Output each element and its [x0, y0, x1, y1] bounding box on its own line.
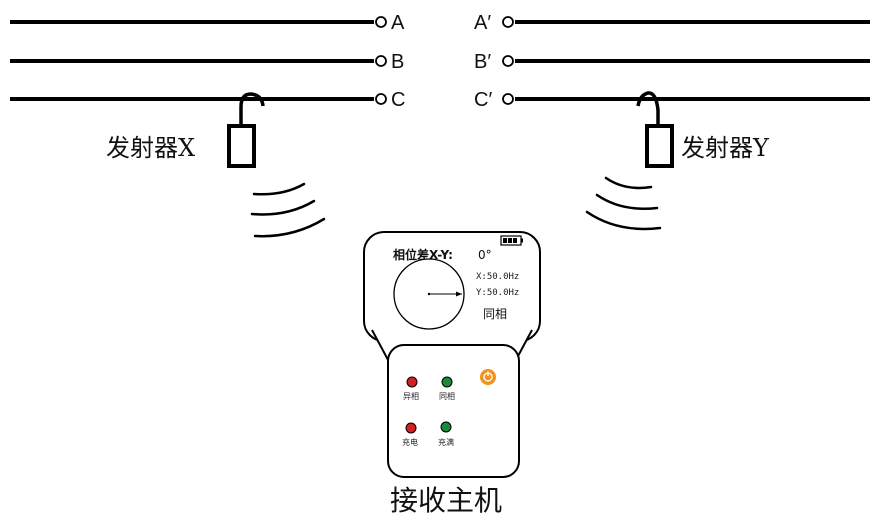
transmitter-x-body [227, 124, 256, 168]
label-b-prime: B′ [474, 51, 491, 73]
transmitter-x: 发射器X [106, 92, 265, 168]
led-in-phase [441, 376, 453, 388]
freq-y-readout: Y:50.0Hz [476, 288, 519, 298]
led-out-of-phase [406, 376, 418, 388]
receiver-unit: 相位差X-Y: 0° X:50.0Hz Y:50.0Hz 同相 异相 同相 充电… [363, 231, 541, 517]
wave-x-1 [252, 182, 306, 196]
terminal-c-prime [502, 93, 514, 105]
terminal-a-prime [502, 16, 514, 28]
phase-needle-pivot [427, 292, 431, 296]
led-charging-label: 充电 [402, 437, 418, 447]
signal-waves-y [585, 176, 662, 231]
label-a-prime: A′ [474, 12, 491, 34]
wave-y-3 [585, 210, 662, 231]
terminal-a [375, 16, 387, 28]
label-c: C [391, 89, 405, 111]
led-full [440, 421, 452, 433]
battery-icon [500, 235, 523, 246]
terminal-b-prime [502, 55, 514, 67]
led-out-of-phase-label: 异相 [403, 391, 419, 401]
led-full-label: 充满 [438, 437, 454, 447]
transmitter-y-hook [636, 91, 660, 128]
left-lines: A B C [10, 12, 405, 111]
phase-status-text: 同相 [483, 307, 507, 321]
right-lines: A′ B′ C′ [474, 12, 870, 111]
freq-x-readout: X:50.0Hz [476, 272, 519, 282]
led-charging [405, 422, 417, 434]
receiver-lower-body [387, 344, 520, 478]
label-a: A [391, 12, 405, 34]
transmitter-y-label: 发射器Y [681, 134, 770, 162]
led-in-phase-label: 同相 [439, 391, 455, 401]
signal-waves-x [250, 182, 326, 238]
wave-x-2 [250, 199, 316, 216]
phase-needle-arrow [456, 291, 462, 297]
wave-y-1 [604, 176, 653, 190]
phase-diff-label: 相位差X-Y: [393, 247, 453, 262]
transmitter-x-label: 发射器X [106, 134, 195, 162]
transmitter-y: 发射器Y [636, 91, 770, 168]
terminal-b [375, 55, 387, 67]
label-b: B [391, 51, 404, 73]
phase-diff-value: 0° [478, 248, 492, 262]
wave-y-2 [595, 193, 659, 210]
terminal-c [375, 93, 387, 105]
wave-x-3 [253, 217, 326, 238]
label-c-prime: C′ [474, 89, 492, 111]
receiver-caption: 接收主机 [390, 484, 502, 517]
transmitter-y-body [645, 124, 674, 168]
transmitter-x-hook [239, 92, 265, 128]
power-button[interactable] [480, 369, 496, 385]
